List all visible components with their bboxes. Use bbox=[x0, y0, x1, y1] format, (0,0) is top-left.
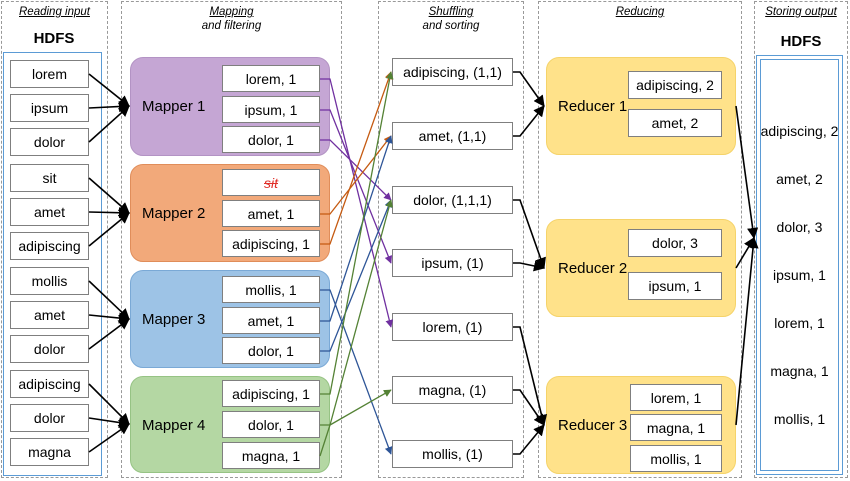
mapper-output: dolor, 1 bbox=[222, 337, 320, 364]
mapper-output-filtered: sit bbox=[222, 169, 320, 196]
stage-reading-frame: Reading input bbox=[1, 1, 108, 478]
input-item: adipiscing bbox=[10, 370, 89, 398]
arrow-shuffle-reducer bbox=[513, 199, 546, 270]
reducer-output: lorem, 1 bbox=[630, 384, 722, 411]
arrow-shuffle-reducer bbox=[513, 424, 545, 455]
mapper-label: Mapper 4 bbox=[142, 417, 206, 434]
input-item: ipsum bbox=[10, 94, 89, 122]
reducer-output: dolor, 3 bbox=[628, 229, 722, 257]
stage-reducing-title: Reducing bbox=[615, 6, 665, 18]
input-item: dolor bbox=[10, 335, 89, 363]
mapper-output: dolor, 1 bbox=[222, 411, 320, 438]
mapper-output: adipiscing, 1 bbox=[222, 380, 320, 407]
input-item: adipiscing bbox=[10, 232, 89, 260]
output-item: mollis, 1 bbox=[773, 411, 826, 427]
shuffle-item: mollis, (1) bbox=[392, 440, 513, 468]
output-item: lorem, 1 bbox=[774, 315, 825, 331]
arrow-input-mapper bbox=[88, 312, 131, 324]
input-item: mollis bbox=[10, 267, 89, 295]
arrow-shuffle-reducer bbox=[513, 71, 545, 107]
mapper-output: dolor, 1 bbox=[222, 126, 320, 153]
input-item: magna bbox=[10, 438, 89, 466]
arrow-mapper4-shuffle bbox=[320, 71, 394, 395]
shuffle-item: adipiscing, (1,1) bbox=[392, 58, 513, 86]
stage-reducing-frame: Reducing bbox=[538, 1, 742, 478]
mapper-label: Mapper 1 bbox=[142, 98, 206, 115]
arrow-mapper4-shuffle bbox=[319, 389, 392, 457]
arrow-input-mapper bbox=[88, 207, 131, 219]
input-item: amet bbox=[10, 198, 89, 226]
input-item: dolor bbox=[10, 128, 89, 156]
arrow-shuffle-reducer bbox=[513, 260, 546, 272]
arrow-mapper3-shuffle bbox=[320, 135, 393, 322]
output-item: adipiscing, 2 bbox=[760, 123, 839, 139]
arrow-input-mapper bbox=[88, 423, 130, 453]
hdfs-input-label: HDFS bbox=[33, 30, 75, 47]
mapper-output: ipsum, 1 bbox=[222, 96, 320, 123]
arrow-reducer-output bbox=[735, 236, 759, 426]
reducer-label: Reducer 2 bbox=[558, 260, 628, 277]
mapper-output: amet, 1 bbox=[222, 200, 320, 227]
arrow-shuffle-reducer bbox=[513, 389, 545, 426]
hdfs-output-inner bbox=[760, 59, 839, 471]
hdfs-output-store: adipiscing, 2 amet, 2 dolor, 3 ipsum, 1 … bbox=[756, 55, 843, 475]
mapper-output: magna, 1 bbox=[222, 442, 320, 469]
output-item: dolor, 3 bbox=[776, 219, 823, 235]
filtered-word: sit bbox=[264, 174, 278, 191]
arrow-mapper2-shuffle bbox=[320, 71, 393, 245]
mapper-output: amet, 1 bbox=[222, 307, 320, 334]
arrow-mapper1-shuffle bbox=[320, 78, 394, 328]
arrow-input-mapper bbox=[88, 416, 131, 429]
reducer-label: Reducer 1 bbox=[558, 98, 628, 115]
mapper-output: adipiscing, 1 bbox=[222, 230, 320, 257]
output-item: ipsum, 1 bbox=[773, 267, 826, 283]
arrow-input-mapper bbox=[88, 383, 130, 425]
arrow-input-mapper bbox=[88, 105, 130, 143]
input-item: sit bbox=[10, 164, 89, 192]
stage-shuffling-title: Shuffling bbox=[428, 6, 474, 18]
arrow-shuffle-reducer bbox=[513, 105, 545, 137]
input-item: dolor bbox=[10, 404, 89, 432]
shuffle-item: lorem, (1) bbox=[392, 313, 513, 341]
mapper-label: Mapper 3 bbox=[142, 311, 206, 328]
arrow-mapper3-shuffle bbox=[320, 199, 392, 352]
arrow-mapper3-shuffle bbox=[320, 289, 393, 455]
stage-mapping-frame: Mapping and filtering bbox=[121, 1, 342, 478]
input-item: amet bbox=[10, 301, 89, 329]
stage-shuffling-frame: Shuffling and sorting bbox=[378, 1, 524, 478]
shuffle-item: magna, (1) bbox=[392, 376, 513, 404]
arrow-mapper2-shuffle bbox=[320, 135, 392, 215]
stage-shuffling-subtitle: and sorting bbox=[422, 20, 480, 32]
reducer-output: adipiscing, 2 bbox=[628, 71, 722, 99]
stage-mapping-subtitle: and filtering bbox=[201, 20, 262, 32]
reducer-label: Reducer 3 bbox=[558, 417, 628, 434]
input-item: lorem bbox=[10, 60, 89, 88]
stage-storing-title: Storing output bbox=[765, 6, 837, 18]
mapper-output: mollis, 1 bbox=[222, 276, 320, 303]
reducer-output: ipsum, 1 bbox=[628, 272, 722, 300]
reducer-output: mollis, 1 bbox=[630, 445, 722, 472]
mapper-output: lorem, 1 bbox=[222, 65, 320, 92]
stage-reading-title: Reading input bbox=[19, 6, 90, 18]
arrow-shuffle-reducer bbox=[513, 326, 548, 427]
arrow-input-mapper bbox=[88, 73, 130, 107]
shuffle-item: amet, (1,1) bbox=[392, 122, 513, 150]
arrow-input-mapper bbox=[88, 318, 130, 350]
output-item: amet, 2 bbox=[776, 171, 823, 187]
stage-mapping-title: Mapping bbox=[209, 6, 254, 18]
output-item: magna, 1 bbox=[770, 363, 829, 379]
arrow-input-mapper bbox=[88, 212, 130, 247]
arrow-input-mapper bbox=[88, 100, 131, 113]
arrow-reducer-output bbox=[735, 105, 759, 240]
hdfs-output-label: HDFS bbox=[780, 33, 822, 50]
arrow-mapper1-shuffle bbox=[320, 109, 393, 264]
reducer-output: magna, 1 bbox=[630, 414, 722, 441]
reducer-output: amet, 2 bbox=[628, 109, 722, 137]
mapper-label: Mapper 2 bbox=[142, 205, 206, 222]
shuffle-item: dolor, (1,1,1) bbox=[392, 186, 513, 214]
arrow-input-mapper bbox=[88, 280, 130, 320]
shuffle-item: ipsum, (1) bbox=[392, 249, 513, 277]
arrow-input-mapper bbox=[88, 177, 130, 214]
